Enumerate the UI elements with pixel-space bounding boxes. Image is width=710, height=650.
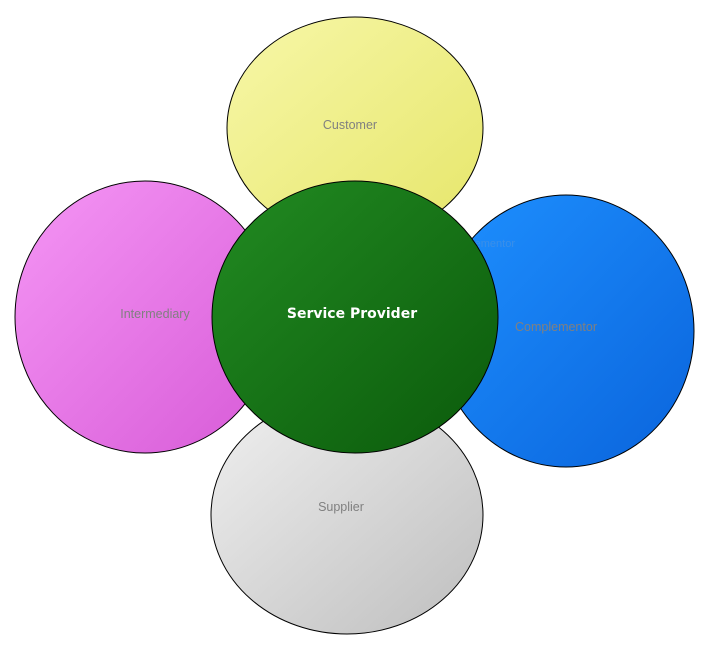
customer-node[interactable]: Customer: [226, 16, 484, 240]
complementor-label: Complementor: [515, 320, 597, 334]
intermediary-node[interactable]: Intermediary: [14, 180, 276, 454]
service-provider-circle: [211, 180, 499, 454]
customer-label: Customer: [323, 118, 377, 132]
service-provider-node[interactable]: Service Provider: [211, 180, 499, 454]
supplier-label: Supplier: [318, 500, 364, 514]
service-provider-label: Service Provider: [287, 306, 417, 322]
intermediary-label: Intermediary: [120, 307, 190, 321]
